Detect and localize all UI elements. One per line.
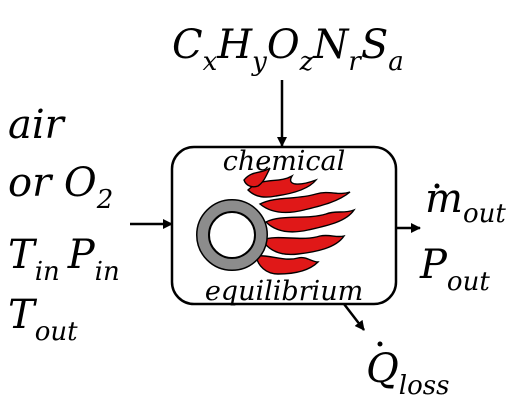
flame-icon xyxy=(243,167,356,275)
fuel-h: H xyxy=(216,22,253,68)
m-dot xyxy=(434,183,440,189)
ring-body xyxy=(197,200,267,270)
loss-label: Qloss xyxy=(366,341,449,401)
ring-inner-edge xyxy=(208,211,256,259)
outlet-pout: Pout xyxy=(419,242,490,297)
reactor-label-top: chemical xyxy=(223,146,346,177)
fuel-formula: CxHyOzNrSa xyxy=(172,22,404,77)
fuel-s: S xyxy=(361,22,388,68)
fuel-o: O xyxy=(267,22,300,68)
inlet-or-o2: or O2 xyxy=(8,160,113,215)
fuel-y: y xyxy=(251,47,267,77)
outlet-mdot: mout xyxy=(425,176,506,229)
outlet-labels: mout Pout xyxy=(419,176,506,297)
ring-icon xyxy=(196,199,268,271)
fuel-z: z xyxy=(299,47,314,77)
fuel-x: x xyxy=(203,47,218,77)
loss-arrow xyxy=(343,303,365,331)
inlet-tout: Tout xyxy=(8,292,78,347)
fuel-c: C xyxy=(172,22,203,68)
fuel-a: a xyxy=(388,47,404,77)
reactor-label-bottom: equilibrium xyxy=(205,276,363,307)
fuel-n: N xyxy=(312,22,350,68)
inlet-air: air xyxy=(8,102,67,148)
loss-qdot: Qloss xyxy=(366,346,449,401)
svg-text:CxHyOzNrSa: CxHyOzNrSa xyxy=(172,22,404,77)
fuel-r: r xyxy=(348,47,362,77)
q-dot xyxy=(377,341,383,347)
